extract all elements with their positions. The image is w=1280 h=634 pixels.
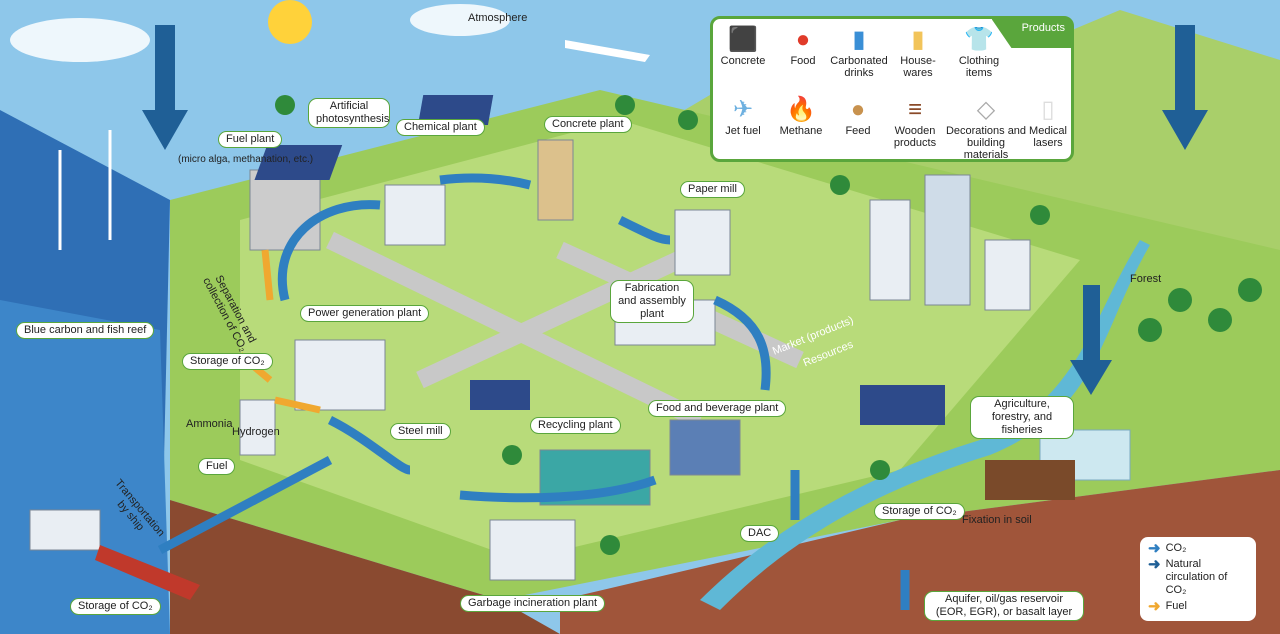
airplane-icon [565, 40, 650, 62]
product-wooden: ≡Wooden products [885, 95, 945, 149]
label-dac: DAC [740, 525, 780, 542]
label-fuel: Fuel [198, 458, 236, 475]
label-fuel-plant-note: (micro alga, methanation, etc.) [178, 154, 314, 165]
legend: ➜CO₂ ➜Natural circulation of CO₂ ➜Fuel [1140, 537, 1256, 621]
label-food-beverage: Food and beverage plant [648, 400, 787, 417]
label-concrete-plant: Concrete plant [544, 116, 632, 133]
label-aquifer: Aquifer, oil/gas reservoir (EOR, EGR), o… [924, 591, 1084, 621]
product-housewares: ▮House-wares [893, 25, 943, 79]
products-panel: Products ⬛Concrete ●Food ▮Carbonated dri… [710, 16, 1074, 162]
label-paper-mill: Paper mill [680, 181, 745, 198]
buildings [29, 139, 1031, 581]
label-blue-carbon: Blue carbon and fish reef [16, 322, 155, 339]
wind-turbines [58, 130, 112, 250]
legend-item-co2: ➜CO₂ [1148, 540, 1187, 557]
label-fixation-soil: Fixation in soil [962, 514, 1032, 526]
atmosphere-label: Atmosphere [468, 12, 528, 24]
product-concrete: ⬛Concrete [713, 25, 773, 67]
label-forest: Forest [1130, 273, 1162, 285]
bottle-icon: ▮ [852, 26, 866, 53]
sun-icon [268, 0, 312, 44]
product-carbonated-drinks: ▮Carbonated drinks [826, 25, 892, 79]
legend-item-natural: ➜Natural circulation of CO₂ [1148, 556, 1228, 596]
sea-lower [0, 300, 170, 634]
laser-machine-icon: ▯ [1041, 96, 1055, 123]
label-steel-mill: Steel mill [390, 423, 451, 440]
products-title: Products [991, 19, 1071, 48]
label-storage-co2-sea: Storage of CO₂ [70, 598, 161, 615]
label-ammonia: Ammonia [186, 418, 233, 430]
shirt-icon: 👕 [964, 26, 994, 53]
arrow-right-icon: ➜ [1148, 598, 1161, 615]
cube-icon: ⬛ [728, 26, 758, 53]
trees [275, 95, 1262, 555]
cloud [10, 18, 150, 62]
flame-icon: 🔥 [786, 96, 816, 123]
product-jet-fuel: ✈Jet fuel [713, 95, 773, 137]
sack-icon: ● [850, 96, 866, 123]
detergent-icon: ▮ [911, 26, 925, 53]
co2-arrows [157, 173, 910, 610]
label-fabrication: Fabrication and assembly plant [610, 280, 694, 323]
product-decorations: ◇Decorations and building materials [945, 96, 1027, 161]
arrow-right-icon: ➜ [1148, 556, 1161, 573]
cloud [410, 4, 510, 36]
earth [560, 470, 1280, 634]
product-feed: ●Feed [828, 95, 888, 137]
plane-icon: ✈ [732, 96, 754, 123]
product-methane: 🔥Methane [771, 95, 831, 137]
label-agriculture: Agriculture, forestry, and fisheries [970, 396, 1074, 439]
logs-icon: ≡ [907, 96, 922, 123]
label-garbage-incineration: Garbage incineration plant [460, 595, 606, 612]
solar-panels [254, 95, 945, 425]
tile-icon: ◇ [976, 96, 996, 123]
natural-co2-arrows [142, 25, 1208, 395]
legend-item-fuel: ➜Fuel [1148, 598, 1187, 615]
product-food: ●Food [773, 25, 833, 67]
label-chemical-plant: Chemical plant [396, 119, 485, 136]
river [700, 240, 1150, 610]
product-clothing: 👕Clothing items [949, 25, 1009, 79]
arrow-right-icon: ➜ [1148, 540, 1161, 557]
label-storage-co2: Storage of CO₂ [182, 353, 273, 370]
label-artificial-photosynthesis: Artificial photosynthesis [308, 98, 390, 128]
tomato-icon: ● [795, 26, 811, 53]
farm-field [985, 460, 1075, 500]
label-storage-co2-mid: Storage of CO₂ [874, 503, 965, 520]
label-fuel-plant: Fuel plant [218, 131, 283, 148]
ship-icon [95, 545, 200, 600]
product-medical-lasers: ▯Medical lasers [1023, 81, 1073, 149]
label-recycling: Recycling plant [530, 417, 621, 434]
label-power-plant: Power generation plant [300, 305, 430, 322]
label-hydrogen: Hydrogen [232, 426, 280, 438]
